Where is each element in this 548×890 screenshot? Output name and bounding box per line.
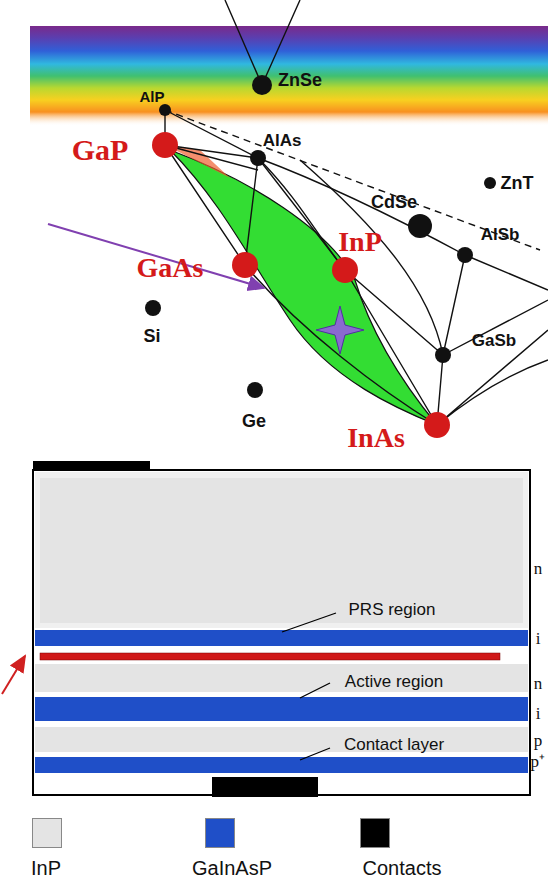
legend-swatch [32, 818, 62, 848]
material-label: AlP [139, 89, 164, 104]
doping-label: i [536, 705, 541, 722]
material-label: InAs [347, 424, 405, 452]
legend-swatch [205, 818, 235, 848]
doping-label: p [534, 732, 543, 749]
leader-lines [282, 613, 336, 760]
legend-text: GaInAsP [192, 858, 272, 878]
material-label: AlSb [481, 226, 520, 243]
pointer-arrow [2, 656, 25, 694]
tie-lines [165, 0, 548, 425]
contact-layer [35, 757, 528, 773]
red-line [40, 653, 500, 660]
legend-text: Contacts [363, 858, 442, 878]
i-layer [35, 697, 528, 721]
material-label: ZnSe [278, 71, 322, 89]
material-label: InP [338, 228, 382, 256]
layer-label: PRS region [349, 601, 436, 618]
prs-layer [35, 630, 528, 646]
doping-label: i [536, 630, 541, 647]
material-label: CdSe [371, 193, 417, 211]
alloy-region [170, 150, 437, 425]
spectrum-band [30, 26, 548, 126]
pointer-arrow [48, 224, 264, 288]
bottom-contact [212, 777, 318, 797]
material-label: GaAs [137, 254, 204, 282]
legend-text: InP [31, 858, 61, 878]
p-inp-layer [35, 727, 528, 752]
star-marker [316, 306, 364, 354]
material-label: GaSb [472, 332, 516, 349]
material-label: ZnT [501, 174, 534, 192]
material-label: AlAs [263, 132, 302, 149]
doping-label: n [534, 675, 543, 692]
doping-label: p⁺ [531, 753, 546, 770]
material-label: Si [143, 327, 160, 345]
active-inp-layer [35, 664, 528, 692]
legend-swatch [360, 818, 390, 848]
n-inp-layer [35, 472, 528, 628]
device-outline [33, 470, 530, 795]
n-inp-layer-inner [40, 478, 523, 623]
layer-label: Contact layer [344, 736, 444, 753]
doping-label: n [534, 560, 543, 577]
layer-label: Active region [345, 673, 443, 690]
material-label: Ge [242, 412, 266, 430]
material-label: GaP [72, 135, 129, 165]
